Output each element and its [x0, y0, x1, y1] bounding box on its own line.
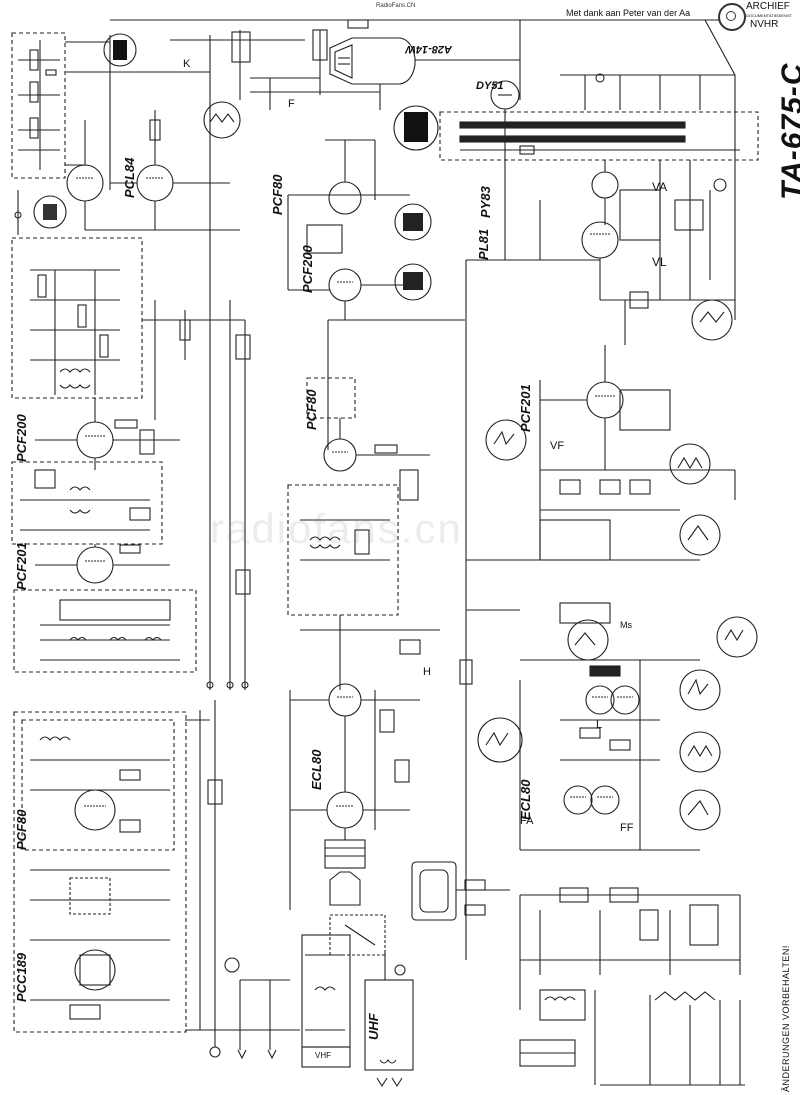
- label-l: L: [596, 719, 603, 731]
- label-k: K: [183, 58, 191, 70]
- block-label-vhf: VHF: [315, 1051, 331, 1060]
- block-label-uhf: UHF: [366, 1013, 381, 1040]
- tube-label-pcf200-left: PCF200: [14, 414, 29, 462]
- archive-seal-icon: [718, 3, 746, 31]
- label-vf: VF: [550, 440, 565, 452]
- archive-line-3: NVHR: [750, 19, 779, 30]
- label-ff: FF: [620, 822, 634, 834]
- tube-label-pcf80-mid: PCF80: [304, 389, 319, 430]
- site-tag: RadioFans.CN: [376, 3, 416, 9]
- tube-label-py83: PY83: [478, 186, 493, 218]
- archive-line-2: DOCUMENTATIEDIENST: [746, 13, 793, 18]
- tube-label-pcf80-bottom: PCF80: [14, 809, 29, 850]
- tube-label-pcc189: PCC189: [14, 952, 29, 1002]
- tube-label-pcf200-top: PCF200: [300, 245, 315, 293]
- tube-label-pcf201-left: PCF201: [14, 542, 29, 590]
- label-fa: FA: [520, 815, 534, 827]
- tube-label-pl81: PL81: [476, 228, 491, 260]
- tube-label-dy51: DY51: [476, 80, 504, 92]
- archive-stamp: ARCHIEF DOCUMENTATIEDIENST NVHR: [718, 1, 796, 33]
- tube-label-crt: A28-14W: [405, 43, 452, 55]
- credit-text: Met dank aan Peter van der Aa: [566, 8, 691, 18]
- tube-label-ecl80-mid: ECL80: [309, 749, 324, 790]
- change-note: ÄNDERUNGEN VORBEHALTEN!: [781, 945, 791, 1092]
- tube-label-pcl84: PCL84: [122, 157, 137, 198]
- tube-label-pcf80-top: PCF80: [270, 174, 285, 215]
- label-ms: Ms: [620, 620, 632, 630]
- label-va: VA: [652, 180, 668, 194]
- watermark: radiofans.cn: [210, 505, 463, 552]
- model-number: TA-675-C: [776, 62, 800, 200]
- tube-label-ecl80-right: ECL80: [518, 779, 533, 820]
- tube-label-pcf201-right: PCF201: [518, 384, 533, 432]
- dashed-block-sync: [11, 32, 66, 179]
- label-h: H: [423, 666, 431, 678]
- label-vl: VL: [652, 255, 667, 269]
- label-f: F: [288, 98, 295, 110]
- archive-line-1: ARCHIEF: [746, 1, 790, 12]
